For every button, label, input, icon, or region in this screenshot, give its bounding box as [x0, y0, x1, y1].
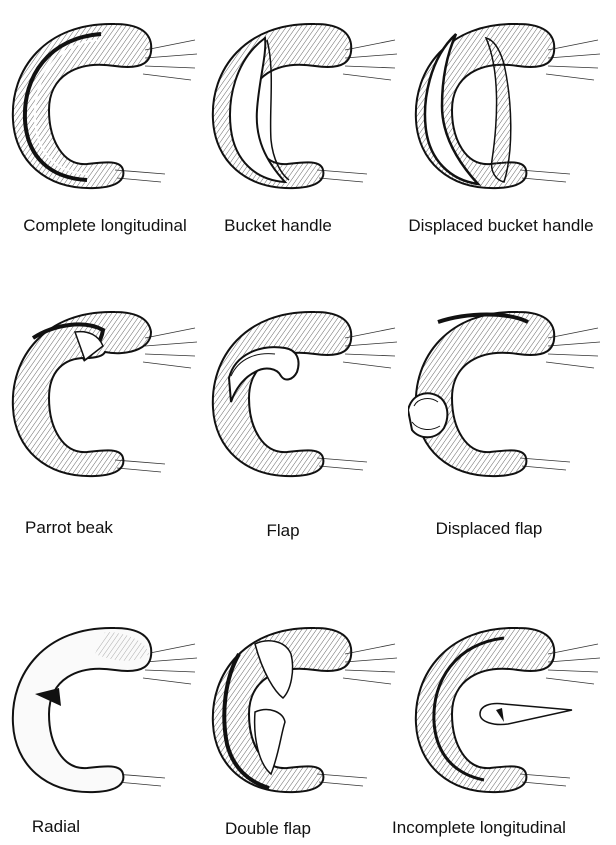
meniscus-drawing-displaced-flap [408, 298, 613, 483]
meniscus-drawing-displaced-bucket-handle [408, 10, 613, 195]
caption-incomplete-longitudinal: Incomplete longitudinal [364, 818, 594, 838]
meniscus-drawing-double-flap [205, 614, 410, 799]
caption-displaced-flap: Displaced flap [374, 519, 604, 539]
caption-flap: Flap [168, 521, 398, 541]
meniscus-drawing-flap [205, 298, 410, 483]
caption-bucket-handle: Bucket handle [163, 216, 393, 236]
caption-radial: Radial [0, 817, 171, 837]
meniscus-drawing-parrot-beak [5, 298, 210, 483]
caption-double-flap: Double flap [153, 819, 383, 839]
meniscus-drawing-incomplete-longitudinal [408, 614, 613, 799]
caption-parrot-beak: Parrot beak [0, 518, 184, 538]
caption-displaced-bucket-handle: Displaced bucket handle [386, 216, 616, 236]
meniscus-drawing-complete-longitudinal [5, 10, 210, 195]
meniscus-drawing-bucket-handle [205, 10, 410, 195]
meniscus-drawing-radial [5, 614, 210, 799]
